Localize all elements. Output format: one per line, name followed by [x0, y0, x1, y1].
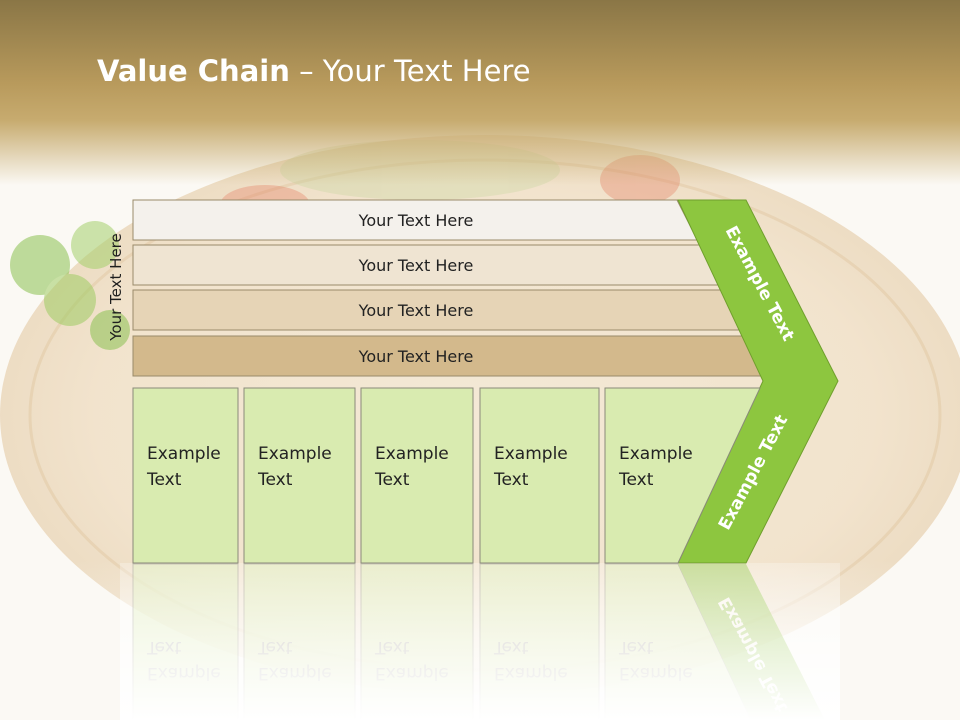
- value-box-line1-3: Example: [375, 444, 449, 464]
- value-box-4: [479, 387, 600, 564]
- value-box-line1-5: Example: [619, 444, 693, 464]
- value-box-1: [132, 387, 239, 564]
- title-rest: – Your Text Here: [289, 54, 531, 88]
- value-box-line1-1: Example: [147, 444, 221, 464]
- row-label-4: Your Text Here: [358, 347, 474, 366]
- value-box-line2-1: Text: [146, 470, 182, 490]
- value-box-line1-2: Example: [258, 444, 332, 464]
- value-box-line1-4: Example: [494, 444, 568, 464]
- row-label-2: Your Text Here: [358, 256, 474, 275]
- reflection-fade: [120, 563, 840, 720]
- value-box-line2-3: Text: [374, 470, 410, 490]
- value-box-line2-2: Text: [257, 470, 293, 490]
- value-box-3: [360, 387, 474, 564]
- row-label-3: Your Text Here: [358, 301, 474, 320]
- value-box-2: [243, 387, 356, 564]
- title-bold: Value Chain: [97, 54, 290, 88]
- row-label-1: Your Text Here: [358, 211, 474, 230]
- value-box-5: [604, 387, 761, 564]
- chevron-arrow: [677, 199, 839, 564]
- header-band: [0, 0, 960, 185]
- value-box-line2-4: Text: [493, 470, 529, 490]
- lettuce-decoration: [10, 221, 130, 350]
- slide-title: Value Chain – Your Text Here: [97, 54, 531, 88]
- value-box-line2-5: Text: [618, 470, 654, 490]
